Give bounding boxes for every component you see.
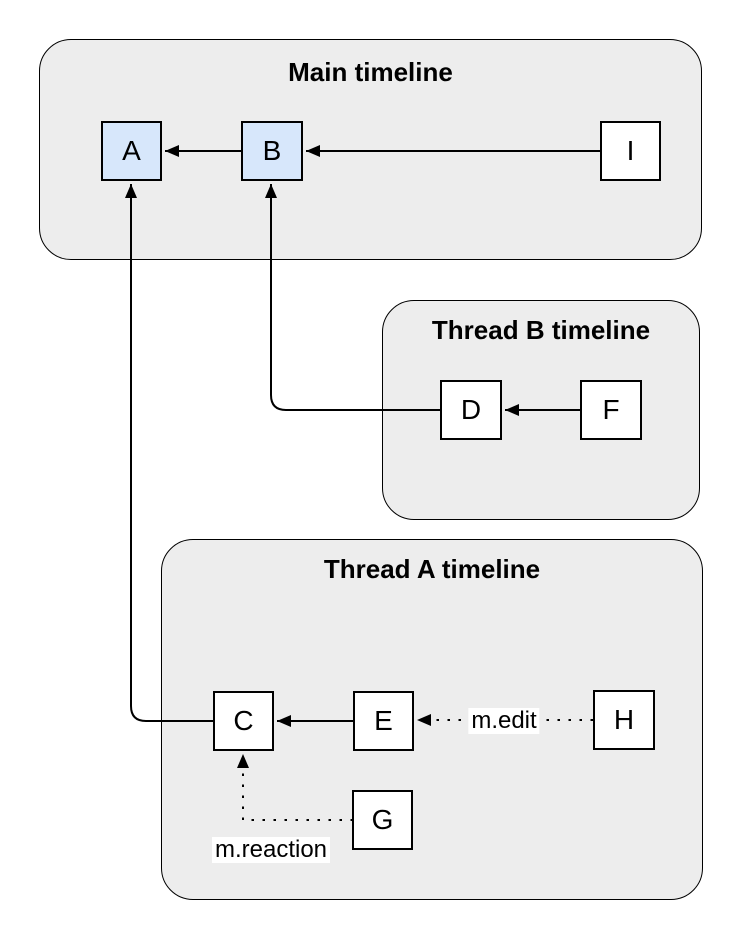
node-b-label: B [262,135,282,166]
node-g-label: G [371,804,394,835]
container-title-main-timeline: Main timeline [288,57,453,87]
node-d-label: D [460,394,482,425]
node-f: F [580,380,642,440]
node-a: A [101,121,162,181]
container-thread-b-timeline: Thread B timeline [382,300,700,520]
node-e-label: E [374,705,393,736]
node-i: I [600,121,661,181]
node-h-label: H [613,704,635,735]
node-c-label: C [233,705,254,736]
node-c: C [213,691,274,751]
node-a-label: A [122,135,141,166]
node-g: G [352,790,413,850]
node-i-label: I [626,135,635,166]
node-f-label: F [602,394,620,425]
container-title-thread-b-timeline: Thread B timeline [431,315,651,345]
container-title-thread-a-timeline: Thread A timeline [323,554,541,584]
edge-label-m-edit: m.edit [468,708,540,734]
edge-label-m-reaction: m.reaction [211,837,331,863]
node-e: E [353,691,414,751]
node-d: D [440,380,502,440]
node-b: B [241,121,303,181]
node-h: H [593,690,655,750]
